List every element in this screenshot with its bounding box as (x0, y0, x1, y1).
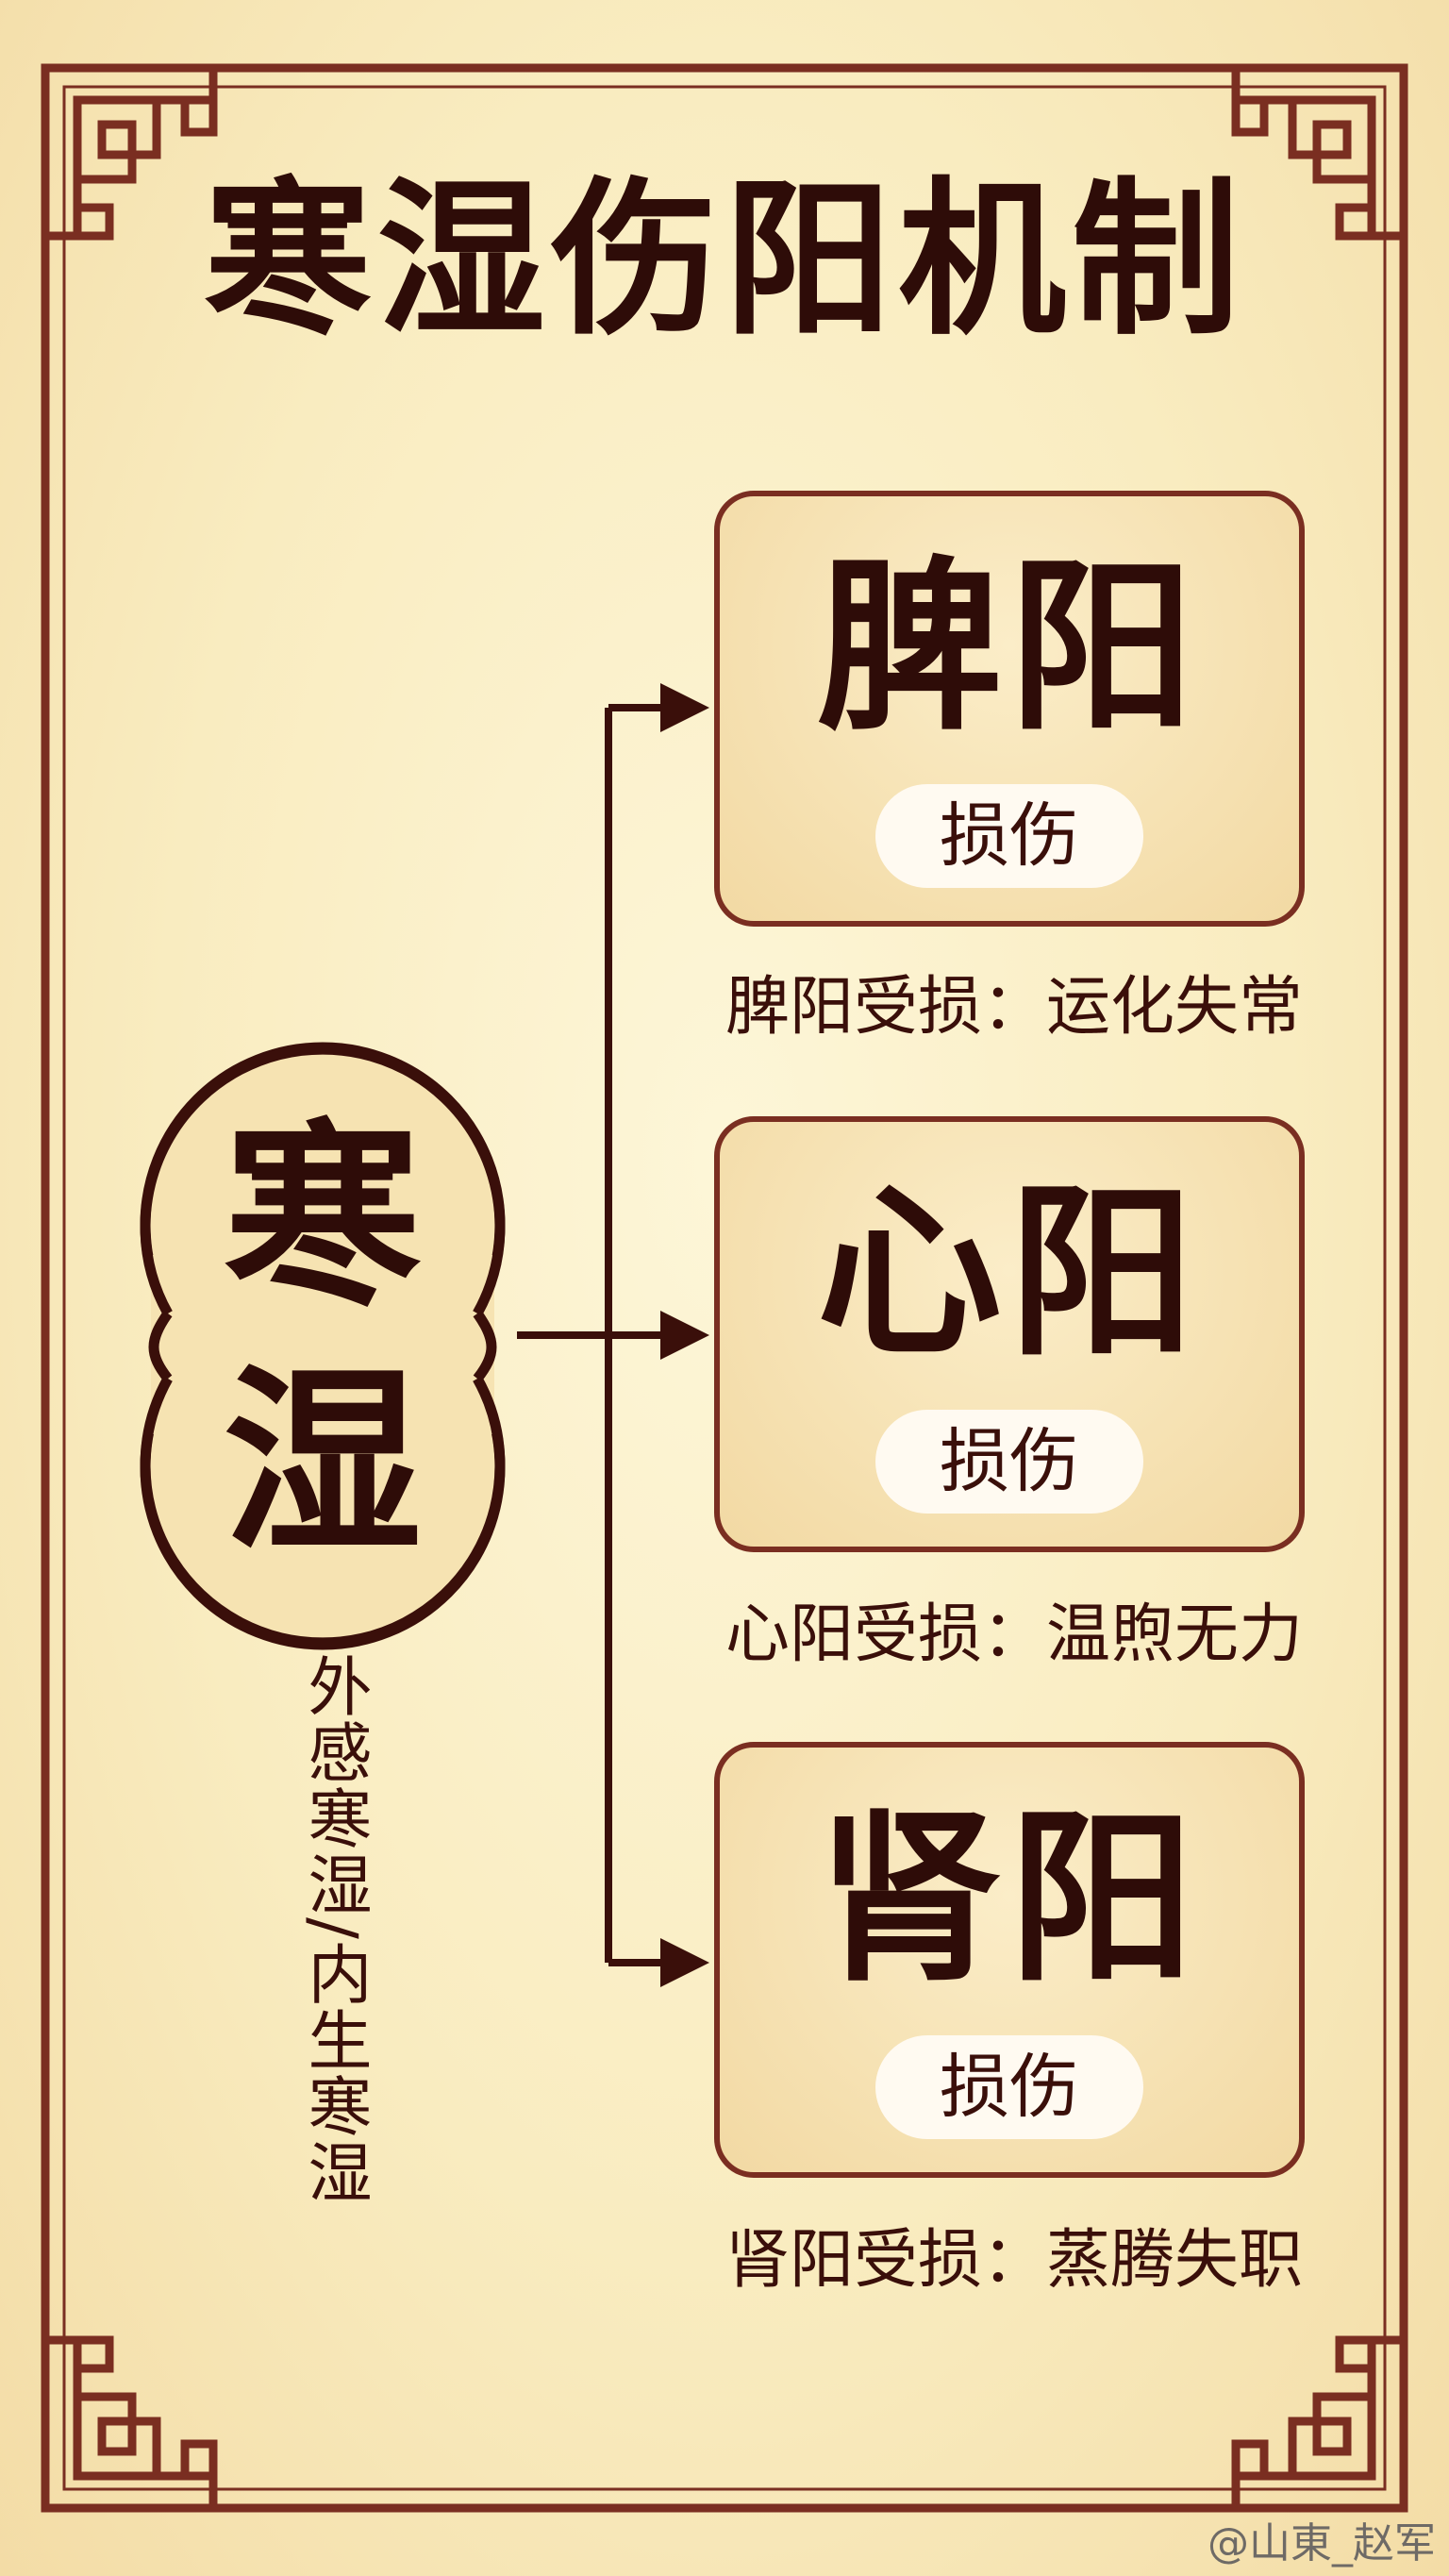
watermark: @山東_赵军 (1208, 2517, 1436, 2570)
arrowhead-spleen (660, 683, 709, 732)
caption-heart-yang: 心阳受损：温煦无力 (703, 1597, 1325, 1673)
target-box-kidney-yang: 肾阳 损伤 (714, 1742, 1305, 2178)
page-title: 寒湿伤阳机制 (0, 165, 1449, 354)
arrowhead-kidney (660, 1938, 709, 1987)
damage-badge: 损伤 (875, 1410, 1143, 1514)
arrowhead-heart (660, 1311, 709, 1360)
source-note: 外感寒湿/内生寒湿 (294, 1653, 370, 2205)
target-title: 脾阳 (720, 548, 1299, 746)
source-char-damp: 湿 (143, 1359, 502, 1566)
damage-badge: 损伤 (875, 784, 1143, 888)
caption-kidney-yang: 肾阳受损：蒸腾失职 (703, 2223, 1325, 2299)
target-title: 肾阳 (720, 1799, 1299, 1998)
caption-spleen-yang: 脾阳受损：运化失常 (703, 970, 1325, 1045)
source-char-cold: 寒 (143, 1113, 502, 1321)
connector-lines (517, 708, 675, 1963)
damage-badge: 损伤 (875, 2035, 1143, 2139)
target-box-heart-yang: 心阳 损伤 (714, 1116, 1305, 1552)
target-title: 心阳 (720, 1174, 1299, 1372)
target-box-spleen-yang: 脾阳 损伤 (714, 491, 1305, 927)
